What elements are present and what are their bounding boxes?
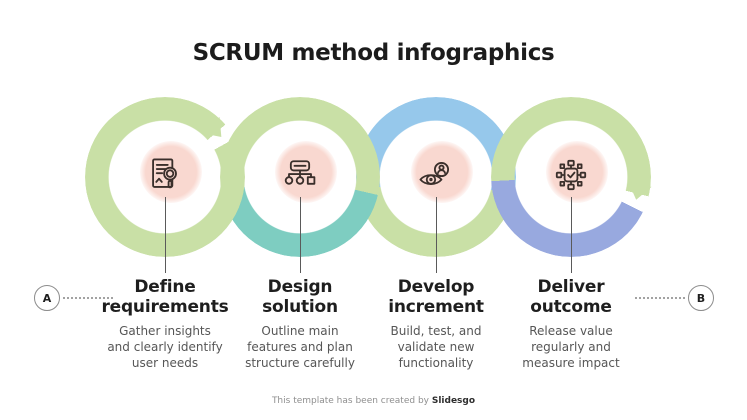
dotted-line-right	[635, 297, 685, 299]
step-4-description: Release value regularly and measure impa…	[522, 324, 620, 370]
step-2-description: Outline main features and plan structure…	[245, 324, 355, 370]
flowchart-icon	[278, 153, 322, 197]
connector-line	[571, 197, 572, 273]
step-1-heading: Define requirements	[101, 277, 229, 317]
task-board-icon	[549, 153, 593, 197]
step-3-heading: Develop increment	[388, 277, 484, 317]
step-2-text: Design solution Outline main features an…	[225, 277, 375, 371]
step-1-text: Define requirements Gather insights and …	[90, 277, 240, 371]
step-4-heading: Deliver outcome	[530, 277, 612, 317]
marker-a-badge: A	[34, 285, 60, 311]
marker-a-label: A	[42, 291, 52, 305]
step-3-text: Develop increment Build, test, and valid…	[361, 277, 511, 371]
connector-line	[300, 197, 301, 273]
step-3-description: Build, test, and validate new functional…	[390, 324, 482, 370]
footer-brand: Slidesgo	[431, 396, 476, 406]
marker-b-badge: B	[688, 285, 714, 311]
page-title: SCRUM method infographics	[192, 40, 555, 66]
connector-line	[436, 197, 437, 273]
dotted-line-left	[63, 297, 113, 299]
document-search-icon	[143, 153, 187, 197]
footer-credit: This template has been created by Slides…	[0, 396, 747, 406]
eye-review-icon	[414, 153, 458, 197]
marker-b-label: B	[696, 291, 706, 305]
step-4-text: Deliver outcome Release value regularly …	[496, 277, 646, 371]
connector-line	[165, 197, 166, 273]
footer-text: This template has been created by	[271, 396, 429, 406]
step-2-heading: Design solution	[262, 277, 338, 317]
icon-background-circle	[275, 141, 337, 203]
step-1-description: Gather insights and clearly identify use…	[107, 324, 223, 370]
